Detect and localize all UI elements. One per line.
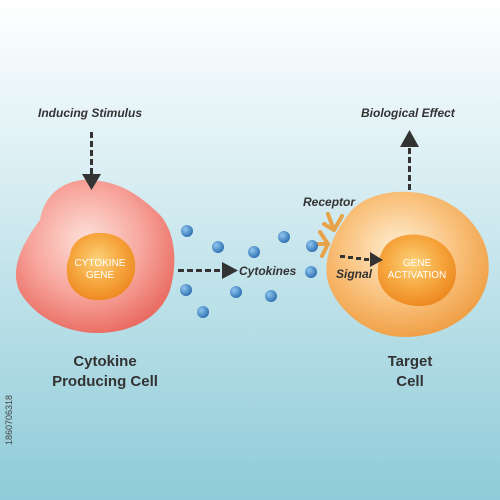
cytokine-dot bbox=[197, 306, 209, 318]
producing-cell-title: Cytokine Producing Cell bbox=[10, 352, 200, 392]
producing-cell-nucleus bbox=[66, 232, 136, 301]
gene-activation-line2: ACTIVATION bbox=[387, 270, 447, 281]
cytokine-dot bbox=[180, 284, 192, 296]
cytokine-dot bbox=[305, 266, 317, 278]
cytokine-gene-line1: CYTOKINE bbox=[74, 258, 126, 269]
cytokine-dot bbox=[248, 246, 260, 258]
target-cell-nucleus bbox=[377, 234, 456, 306]
cytokine-molecules bbox=[180, 225, 318, 318]
producing-cell-title-line2: Producing Cell bbox=[52, 373, 158, 390]
cytokines-label: Cytokines bbox=[239, 264, 297, 278]
cytokine-dot bbox=[265, 290, 277, 302]
cytokine-dot bbox=[212, 241, 224, 253]
receptor-label: Receptor bbox=[303, 195, 356, 209]
cytokine-gene-label: CYTOKINE GENE bbox=[60, 258, 140, 282]
cytokine-gene-line2: GENE bbox=[85, 270, 115, 281]
signal-arrow bbox=[340, 252, 383, 267]
receptor-icon bbox=[316, 212, 344, 258]
cytokine-dot bbox=[306, 240, 318, 252]
inducing-arrow bbox=[82, 132, 101, 190]
cytokines-arrow bbox=[178, 262, 238, 279]
cytokine-dot bbox=[181, 225, 193, 237]
target-cell-title-line2: Cell bbox=[396, 373, 424, 390]
producing-cell-title-line1: Cytokine bbox=[73, 353, 137, 370]
target-cell-title: Target Cell bbox=[350, 352, 470, 392]
gene-activation-line1: GENE bbox=[402, 258, 432, 269]
biological-effect-label: Biological Effect bbox=[361, 106, 455, 120]
gene-activation-label: GENE ACTIVATION bbox=[377, 258, 457, 282]
stock-id-text: 1860706318 bbox=[4, 394, 14, 445]
inducing-stimulus-label: Inducing Stimulus bbox=[38, 106, 142, 120]
cytokine-dot bbox=[278, 231, 290, 243]
signal-label: Signal bbox=[336, 267, 373, 281]
target-cell-title-line1: Target bbox=[387, 353, 433, 370]
biological-effect-arrow bbox=[400, 130, 419, 190]
cytokine-dot bbox=[230, 286, 242, 298]
